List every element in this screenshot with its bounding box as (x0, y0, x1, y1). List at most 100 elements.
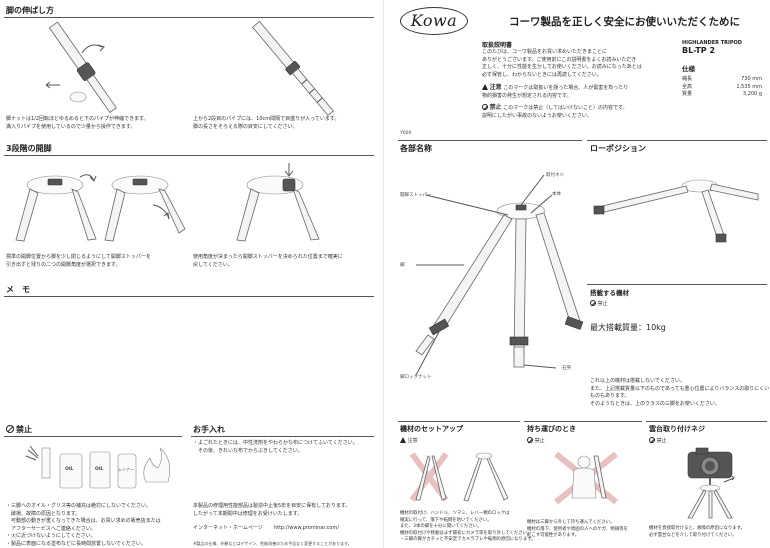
note-line: また、3本の脚を十分に開いてください。 (400, 524, 482, 529)
mount-rule (587, 284, 767, 285)
label-stone-foot: 石突 (562, 366, 571, 371)
oil-label-1: OIL (65, 467, 74, 472)
note-line: これ以上の機材は搭載しないでください。 (590, 378, 685, 384)
spec-label: 縮長 (682, 76, 693, 82)
note-line: 機材の取付け、ハンドル、ツマミ、レバー類のロックは (400, 511, 510, 516)
specs-title: 仕様 (682, 65, 695, 73)
memo-rule (4, 296, 374, 297)
care-title: お手入れ (193, 425, 225, 434)
mount-title: 搭載する機材 (590, 289, 629, 297)
prohibit-icon (6, 425, 14, 433)
care-notes: ・よごれたときには、中性洗剤をやわらかな布につけてふいてください。 その後、きれ… (193, 440, 358, 455)
thinner-label: シンナー (118, 467, 134, 472)
caption-line: 戻してください。 (193, 261, 233, 268)
tripod-diagram (415, 174, 584, 376)
note-line: 機材の取付けや移動はまず最初にカメラ等を取り外してください。 (400, 530, 532, 536)
forbid-block: 禁止 このマークは禁止（してはいけないこと）の内容です。 説明にしたがい事故のな… (482, 104, 627, 120)
extend-rule (4, 17, 374, 18)
spec-value: 730 mm (741, 76, 762, 82)
note-line: ・製品に表面になる塗布などに長時間放置しないでください。 (6, 540, 146, 547)
spec-value: 3,200 g (742, 91, 762, 97)
website-label: インターネット・ホームページ (193, 525, 263, 531)
note-line: その後、きれいな布でからぶきしてください。 (193, 447, 303, 454)
forbid-icon (590, 300, 596, 306)
note-line: そのようなときは、上のクラスの三脚をお使いください。 (590, 400, 720, 407)
caution-label: 注意 (489, 84, 502, 91)
spread-illustration-1 (15, 174, 97, 242)
note-line: 機材は三脚から外して持ち運んでください。 (527, 520, 615, 525)
spec-row: 質量 3,200 g (682, 91, 762, 99)
note-line: 機材の落下、使用者や周囲の人へのケガ、物損等を (527, 526, 628, 532)
spec-row: 縮長 730 mm (682, 76, 762, 84)
forbid-icon (649, 437, 655, 443)
caution-icon (482, 84, 488, 90)
extend-illustration-left (45, 21, 117, 113)
spec-label: 全高 (682, 83, 693, 90)
forbid-label: 禁止 (489, 104, 502, 111)
low-position-diagram (593, 179, 759, 243)
right-page: Kowa コーワ製品を正しく安全にお使いいただくために 取扱説明書 このたびは、… (386, 0, 770, 548)
manual-line: 必ず保管し、わからないときには再読してください。 (482, 71, 602, 78)
caption-line: 脚ナットは1/2回転ほどゆるめると下のパイプが伸縮できます。 (6, 116, 149, 122)
note-line: アフターサービスへご連絡ください。 (6, 525, 96, 532)
screw-forbid-label: 禁止 (656, 438, 667, 444)
note-line: ・三脚の脚がカチッと不安定でカメラブレや転倒の原因になります。 (400, 537, 536, 542)
carry-title: 持ち運びのとき (527, 425, 576, 433)
manual-line: 正しく、十分に性能を生かしてお使いください。お読みになったあとは (482, 64, 642, 70)
parts-rule (398, 140, 582, 141)
caution-text: このマークは取扱いを誤った場合、人が傷害を負ったり (503, 85, 629, 91)
left-page: 脚の伸ばし方 脚ナットは1/2回転ほどゆるめると下のパイプが伸縮できます。 満入… (0, 0, 380, 548)
spread-title: 3段階の開脚 (6, 144, 52, 153)
spread-caption-right: 使用角度が決まったら開脚ストッパーを決められた位置まで確実に 戻してください。 (193, 254, 343, 269)
parts-title: 各部名称 (400, 144, 432, 153)
carry-illustration (554, 451, 618, 505)
extend-title: 脚の伸ばし方 (6, 6, 54, 15)
mount-forbid: 禁止 (590, 300, 608, 309)
oil-label-2: OIL (95, 467, 104, 472)
carry-forbid: 禁止 (527, 437, 545, 446)
setup-notes: 機材の取付け、ハンドル、ツマミ、レバー類のロックは 確実に行って、落下や転倒を防… (400, 511, 536, 544)
caption-line: 使用角度が決まったら開脚ストッパーを決められた位置まで確実に (193, 254, 343, 260)
forbid-text: 説明にしたがい事故のないようお使いください。 (482, 112, 592, 119)
model-series: HIGHLANDER TRIPOD (682, 40, 742, 46)
extend-caption-left: 脚ナットは1/2回転ほどゆるめると下のパイプが伸縮できます。 満入りパイプを使用… (6, 116, 149, 131)
setup-caution-label: 注意 (407, 438, 418, 444)
forbid-icon (527, 437, 533, 443)
spec-value: 1,535 mm (736, 83, 762, 90)
note-line: ・火に近づけないようにしてください。 (6, 533, 96, 539)
low-title: ローポジション (590, 144, 646, 153)
max-load: 最大搭載質量：10kg (590, 323, 666, 332)
note-line: 必ず雲台などを介して取り付けてください。 (649, 532, 737, 538)
caution-line-1: 注意 このマークは取扱いを誤った場合、人が傷害を負ったり (482, 84, 628, 93)
screw-notes: 機材を直接取付けると、故障の原因になります。 必ず雲台などを介して取り付けてくだ… (649, 526, 745, 539)
note-line: 本製品の修理用性能部品は製造中止後5年を目安に保有しております。 (193, 503, 351, 509)
caption-line: 脚の長さをそろえる際の目安にしてください。 (193, 123, 298, 130)
forbid-text: このマークは禁止（してはいけないこと）の内容です。 (503, 105, 628, 111)
manual-title: 取扱説明書 (482, 42, 513, 49)
carry-notes: 機材は三脚から外して持ち運んでください。 機材の落下、使用者や周囲の人へのケガ、… (527, 520, 628, 540)
care-footnote: ※製品の仕様、外観などはデザイン、性能改善のため予告なく変更することがあります。 (193, 541, 352, 546)
screw-forbid: 禁止 (649, 437, 667, 446)
note-line: 破損、故障の原因となります。 (6, 510, 81, 517)
website-url[interactable]: http://www.prominar.com/ (273, 525, 339, 531)
care-rule (191, 436, 374, 437)
kowa-logo: Kowa (400, 7, 468, 35)
carry-forbid-label: 禁止 (534, 438, 545, 444)
spread-illustration-2 (104, 175, 186, 242)
note-line: 機材を直接取付けると、故障の原因になります。 (649, 526, 745, 531)
prohibit-label: 禁止 (16, 425, 32, 434)
prohibit-illustration (25, 445, 171, 489)
note-line: したがって本期間中は修理をお受けいたします。 (193, 510, 303, 517)
spread-rule (4, 155, 374, 156)
specs-table: 縮長 730 mm 全高 1,535 mm 質量 3,200 g (682, 76, 762, 99)
mount-notes: これ以上の機材は搭載しないでください。 また、上記搭載質量以下のものであっても重… (590, 378, 769, 408)
extend-illustration-right (252, 20, 334, 117)
setup-caution: 注意 (400, 437, 418, 446)
label-leg-lock-nut: 脚ロックナット (400, 375, 432, 380)
spec-label: 質量 (682, 91, 693, 97)
page-divider (383, 0, 384, 548)
caution-icon (400, 437, 406, 443)
main-heading: コーワ製品を正しく安全にお使いいただくために (509, 16, 740, 28)
website-line: インターネット・ホームページ http://www.prominar.com/ (193, 525, 339, 533)
camera-illustration (687, 447, 735, 519)
